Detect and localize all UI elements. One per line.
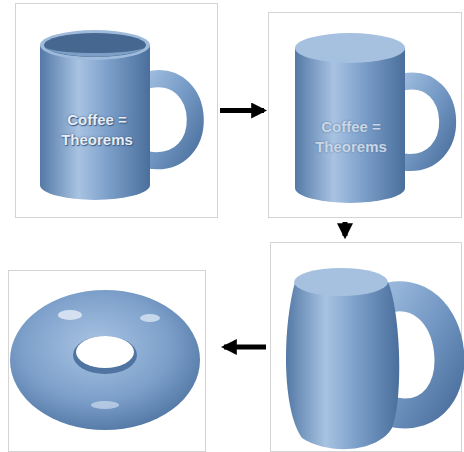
arrow xyxy=(343,222,348,236)
mug-print: Coffee = Theorems xyxy=(291,117,411,156)
picture-panel: Coffee = Theorems xyxy=(15,3,218,218)
arrow xyxy=(224,345,266,350)
picture-panel: Coffee = Theorems xyxy=(268,12,462,218)
mug-print: Coffee = Theorems xyxy=(37,110,157,149)
transform-arrow xyxy=(220,108,264,113)
panel-frame xyxy=(9,271,206,452)
torus xyxy=(10,290,200,430)
deformed-mug xyxy=(286,268,449,449)
panel-frame xyxy=(271,243,462,452)
